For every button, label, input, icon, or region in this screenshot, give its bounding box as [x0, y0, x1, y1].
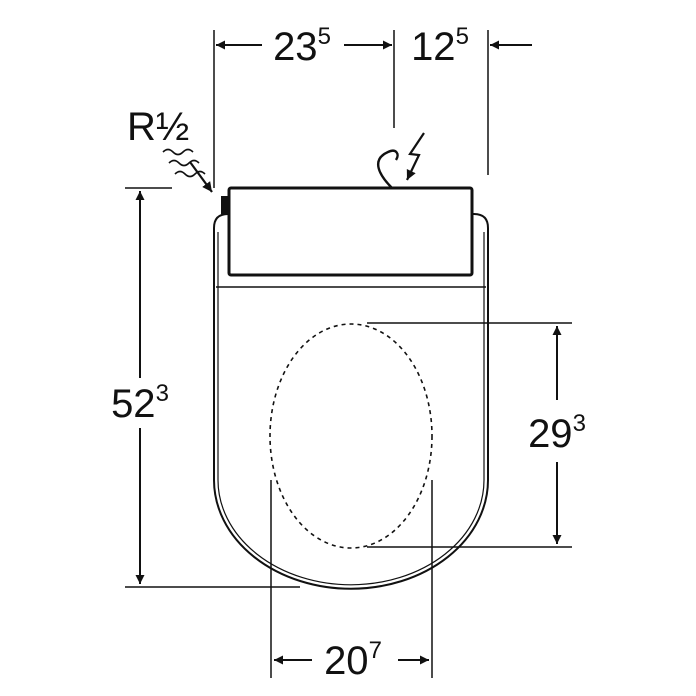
lightning-bolt-icon — [406, 132, 425, 181]
power-cable — [376, 149, 399, 189]
toilet-bowl-outline — [213, 213, 489, 590]
dim-top-left: 235 — [273, 23, 331, 69]
dimension-lines — [135, 40, 562, 665]
extension-lines — [125, 30, 572, 678]
dim-top-right: 125 — [411, 23, 469, 69]
dim-left-height: 523 — [111, 380, 169, 426]
wavy-water-icon — [162, 148, 206, 178]
water-connection-label: R½ — [127, 105, 189, 149]
dim-bottom-width: 207 — [324, 637, 382, 683]
water-connection-arrow — [189, 161, 213, 193]
seat-opening-dashed — [269, 323, 433, 549]
control-unit-box — [221, 186, 474, 277]
dim-right-height: 293 — [528, 410, 586, 456]
